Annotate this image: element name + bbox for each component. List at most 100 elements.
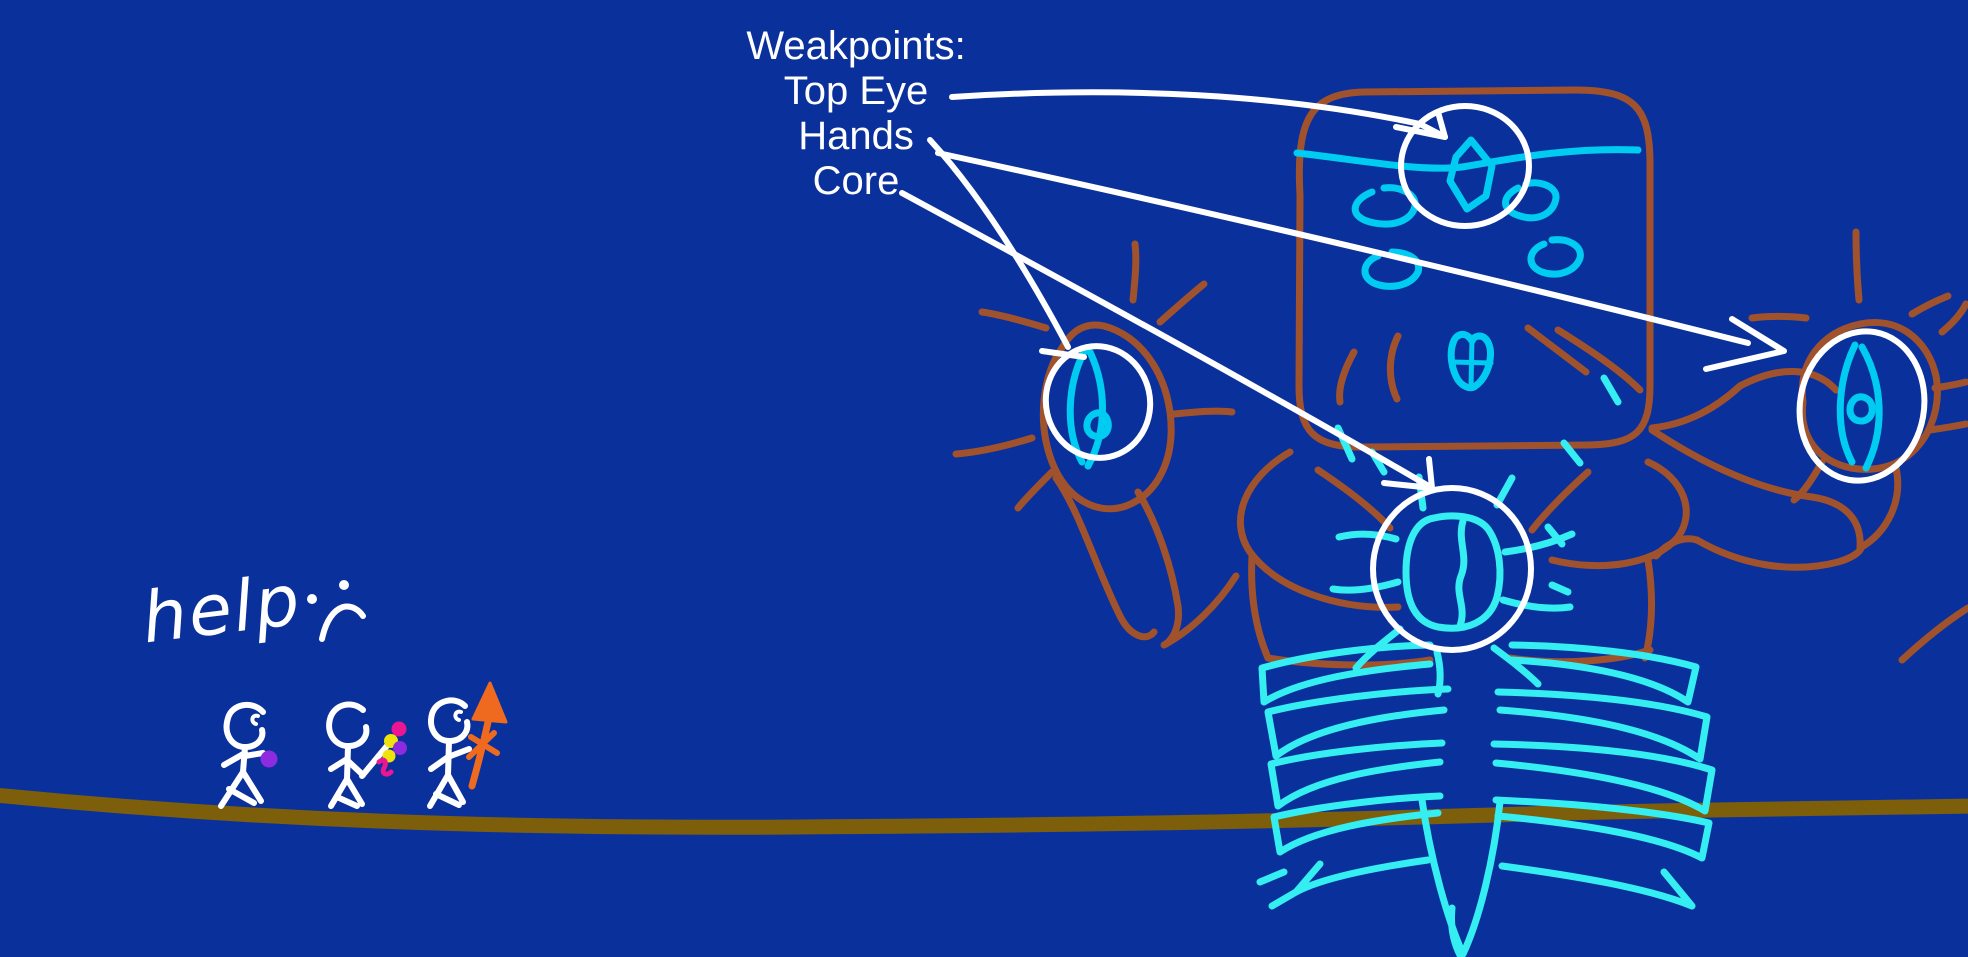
right-rib-4 bbox=[1492, 796, 1713, 862]
figure3-arms bbox=[428, 746, 472, 772]
figure1-face-curl bbox=[250, 713, 260, 726]
left-hand-ray-upright bbox=[1156, 280, 1208, 326]
right-rib-5 bbox=[1498, 862, 1696, 910]
worried-face-eye-left bbox=[307, 594, 317, 604]
face-wrinkle-right2 bbox=[1554, 326, 1644, 394]
top-eye-crystal bbox=[1446, 136, 1496, 213]
purple-ball-2 bbox=[393, 741, 407, 755]
chest-tick-6 bbox=[1548, 581, 1572, 596]
stick-figure-3 bbox=[427, 697, 472, 809]
left-hand-ray-left bbox=[978, 308, 1050, 332]
weakpoints-label-block: Weakpoints: Top Eye Hands Core bbox=[738, 24, 974, 204]
chest-wrinkle-right bbox=[1528, 468, 1592, 534]
stick-figure-1 bbox=[218, 701, 266, 809]
left-hand-pupil bbox=[1083, 409, 1112, 440]
circle-left-hand bbox=[1042, 343, 1154, 461]
chest-tick-3 bbox=[1600, 374, 1622, 406]
rocket-firework bbox=[466, 681, 508, 790]
pelvis-tail bbox=[1418, 796, 1504, 957]
right-hand-ray-up bbox=[1852, 228, 1863, 304]
chest-tick-4 bbox=[1560, 439, 1584, 467]
left-hand-ray-down bbox=[1014, 468, 1056, 512]
core-crack-downright bbox=[1490, 644, 1542, 688]
core-crack-right bbox=[1499, 596, 1574, 612]
right-hand-ray-right bbox=[1931, 378, 1968, 392]
right-rib-1 bbox=[1508, 641, 1700, 706]
worried-face-brow bbox=[319, 603, 366, 642]
weakpoints-title: Weakpoints: bbox=[746, 24, 966, 68]
pink-squiggle bbox=[376, 757, 394, 777]
right-hand-ray-left bbox=[1748, 313, 1810, 322]
rocket-fins bbox=[466, 730, 500, 760]
circle-top-eye bbox=[1398, 103, 1532, 229]
right-elbow-line bbox=[1693, 536, 1865, 571]
figure3-legs bbox=[427, 772, 466, 809]
right-shoulder bbox=[1648, 382, 1744, 432]
circle-right-hand bbox=[1796, 328, 1928, 484]
boss-core-and-ribs bbox=[1256, 374, 1716, 957]
core-crack-up2 bbox=[1493, 474, 1516, 509]
right-hand-blob bbox=[1798, 319, 1941, 473]
core-crack-left bbox=[1329, 578, 1402, 594]
figure2-arms bbox=[328, 756, 366, 778]
face-wrinkle-right bbox=[1524, 324, 1590, 376]
figure1-head bbox=[223, 701, 266, 750]
left-hand-ray-downleft bbox=[952, 434, 1036, 458]
weakpoint-item-core: Core bbox=[812, 159, 900, 203]
right-forearm-outer bbox=[1856, 464, 1902, 552]
cheek-oval-right bbox=[1527, 236, 1584, 278]
right-rib-2 bbox=[1494, 688, 1711, 763]
left-hand-eye-arc2 bbox=[1084, 348, 1106, 470]
stick-figures bbox=[218, 603, 472, 809]
figure1-arms bbox=[221, 750, 266, 768]
brow-line bbox=[1293, 146, 1642, 172]
weakpoint-annotations bbox=[899, 89, 1928, 653]
left-rib-1 bbox=[1258, 641, 1434, 706]
chest-tick-5 bbox=[1544, 523, 1566, 548]
left-pec bbox=[1237, 448, 1402, 611]
arrow-core bbox=[899, 190, 1435, 491]
left-hand-ray-right bbox=[1170, 407, 1236, 418]
arrow-left-hand bbox=[927, 137, 1071, 350]
left-rib-2 bbox=[1264, 685, 1452, 760]
circle-core bbox=[1370, 485, 1534, 653]
figure1-legs bbox=[218, 769, 264, 809]
arrowhead-top-eye bbox=[1393, 109, 1448, 140]
right-lower-curve bbox=[1898, 604, 1968, 664]
arrow-top-eye bbox=[949, 89, 1448, 140]
right-bicep-top bbox=[1736, 368, 1840, 394]
right-hand-ray-upright bbox=[1908, 292, 1952, 318]
eye-right bbox=[1502, 179, 1560, 222]
boss-monster-outline bbox=[952, 86, 1968, 669]
right-hand-eye-arc1 bbox=[1836, 341, 1859, 466]
left-rib-5 bbox=[1256, 856, 1432, 910]
worried-face-eye-right bbox=[339, 580, 349, 590]
purple-ball bbox=[260, 750, 278, 768]
arrowhead-left-hand bbox=[1039, 348, 1087, 360]
left-elbow bbox=[1160, 572, 1240, 649]
figure2-legs bbox=[328, 776, 365, 809]
figure3-head bbox=[428, 697, 471, 744]
face-wrinkle-left2 bbox=[1336, 348, 1358, 406]
left-rib-3 bbox=[1267, 739, 1446, 810]
core-seam bbox=[1455, 517, 1468, 630]
weakpoint-item-hands: Hands bbox=[798, 114, 914, 158]
core-bean bbox=[1402, 512, 1504, 632]
heart-nose bbox=[1447, 331, 1494, 392]
sparkler-balls bbox=[376, 721, 407, 777]
left-arm-inner bbox=[1134, 488, 1182, 648]
left-arm-outer bbox=[1052, 474, 1158, 641]
cheek-oval-left bbox=[1361, 248, 1423, 290]
heart-cross-h bbox=[1449, 359, 1494, 366]
right-hand-eye-arc2 bbox=[1858, 343, 1883, 472]
left-hand-ray-up bbox=[1129, 240, 1140, 304]
rocket-stick bbox=[468, 718, 492, 790]
face-wrinkle-left bbox=[1386, 332, 1402, 403]
core-crack-upleft bbox=[1335, 530, 1400, 543]
figure2-head bbox=[326, 701, 370, 749]
right-hand-ray-corner bbox=[1938, 300, 1968, 336]
stick-figure-2 bbox=[326, 701, 394, 809]
